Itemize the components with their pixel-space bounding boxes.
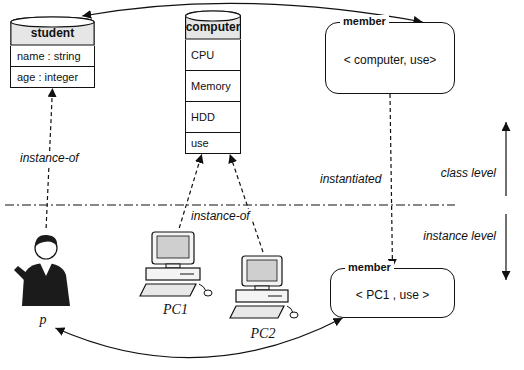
computer-figure — [140, 232, 212, 296]
figure-label: p — [40, 312, 47, 328]
edge-label: instantiated — [318, 172, 383, 186]
member-box: member< PC1 , use > — [330, 268, 455, 318]
person-node: p — [12, 228, 74, 328]
edge-label: instance-of — [18, 151, 81, 165]
member-box: member< computer, use> — [325, 22, 455, 94]
computer-figure — [230, 256, 298, 318]
level-label: class level — [439, 166, 498, 180]
box-heading: member — [340, 15, 389, 27]
level-label: instance level — [421, 229, 498, 243]
attribute-row: Memory — [185, 71, 241, 102]
attribute-row: CPU — [185, 40, 241, 71]
relation-arrow — [55, 318, 342, 358]
box-heading: member — [345, 261, 394, 273]
figure-label: PC1 — [163, 302, 188, 318]
level-arrow — [505, 214, 506, 280]
computer-node: PC1 — [138, 228, 213, 318]
dashed-arrow — [230, 154, 263, 252]
computer-node: PC2 — [228, 252, 298, 342]
attribute-row: HDD — [185, 102, 241, 133]
class-cylinder: student name : stringage : integer — [10, 16, 95, 88]
attribute-row: name : string — [10, 46, 95, 67]
class-cylinder: computerCPUMemoryHDDuse — [185, 10, 241, 154]
tuple-text: < PC1 , use > — [356, 288, 429, 302]
tuple-text: < computer, use> — [344, 53, 437, 67]
level-separator — [5, 204, 455, 205]
class-name: student — [10, 26, 95, 40]
attribute-row: use — [185, 133, 241, 154]
dashed-arrow — [390, 94, 393, 268]
person-figure — [14, 235, 70, 306]
level-arrow — [505, 122, 506, 196]
class-name: computer — [185, 20, 241, 34]
edge-label: instance-of — [189, 209, 252, 223]
figure-label: PC2 — [251, 326, 276, 342]
attribute-row: age : integer — [10, 67, 95, 88]
